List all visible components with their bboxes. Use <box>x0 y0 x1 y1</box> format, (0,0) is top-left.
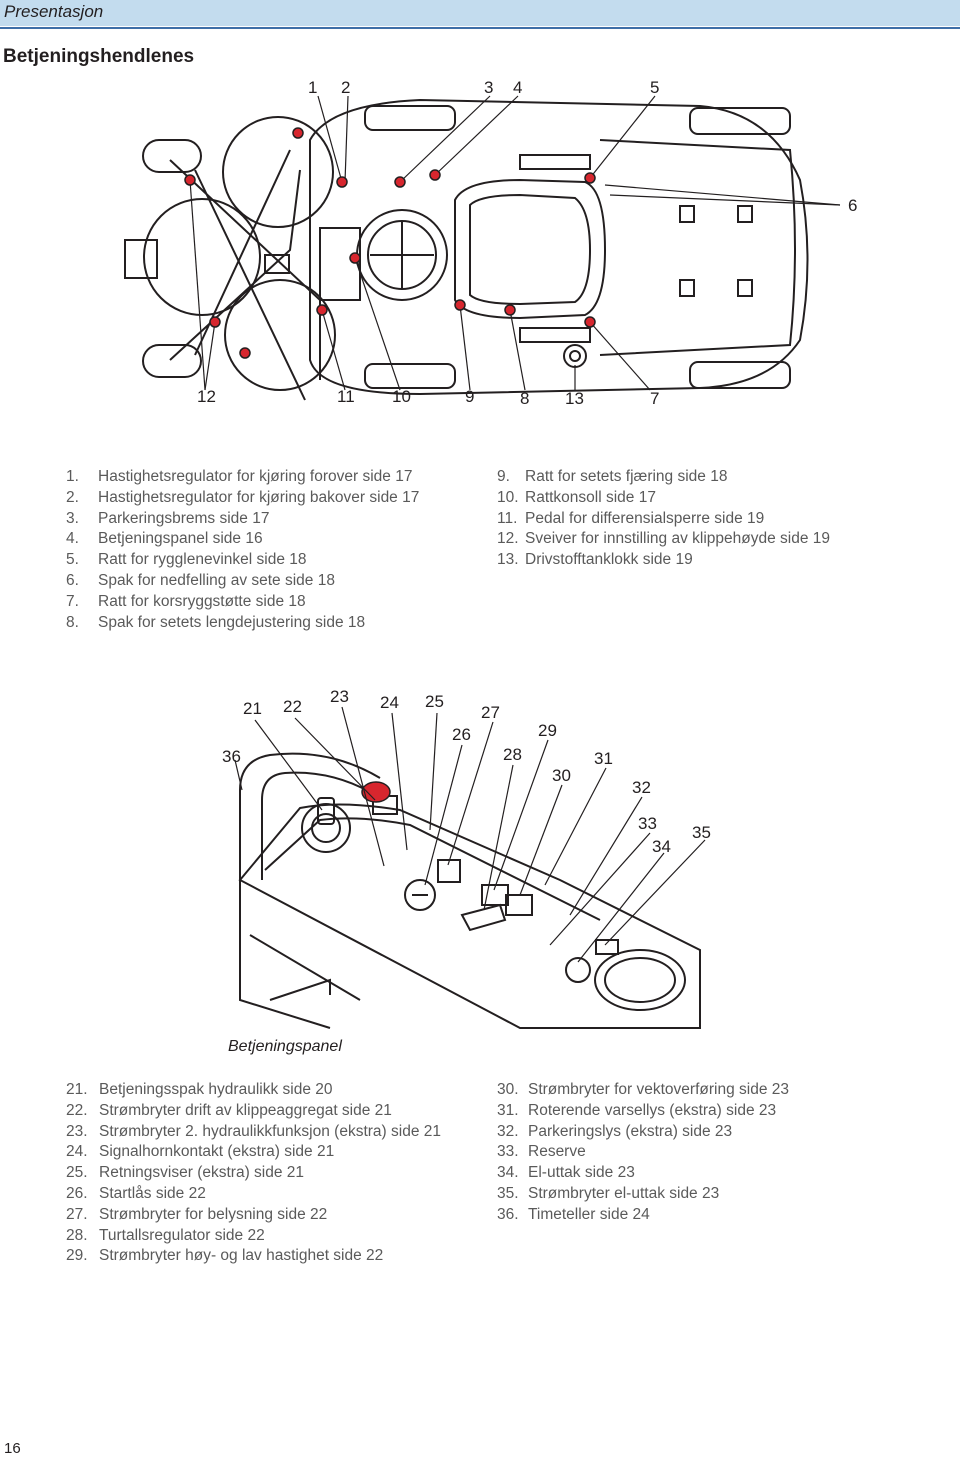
list-item: 21.Betjeningsspak hydraulikk side 20 <box>66 1081 333 1098</box>
mower-top-view-figure: 1 2 3 4 5 6 7 8 9 10 11 12 13 <box>124 78 857 408</box>
callout-dot <box>394 176 406 188</box>
list-item: 12.Sveiver for innstilling av klippehøyd… <box>497 530 830 548</box>
callout-34: 34 <box>652 837 671 856</box>
controls-list-left: 1.Hastighetsregulator for kjøring forove… <box>66 467 419 633</box>
callout-dot <box>349 252 361 264</box>
list-item: 26.Startlås side 22 <box>66 1184 206 1202</box>
callout-7: 7 <box>650 389 659 408</box>
list-item: 29.Strømbryter høy- og lav hastighet sid… <box>66 1247 384 1265</box>
callout-35: 35 <box>692 823 711 842</box>
callout-3: 3 <box>484 78 493 97</box>
list-item: 32.Parkeringslys (ekstra) side 23 <box>497 1122 733 1140</box>
callout-21: 21 <box>243 699 262 718</box>
callout-27: 27 <box>481 703 500 722</box>
callout-dot <box>584 172 596 184</box>
callout-11: 11 <box>337 387 355 406</box>
list-item: 24.Signalhornkontakt (ekstra) side 21 <box>66 1143 335 1161</box>
list-item: 10.Rattkonsoll side 17 <box>497 488 656 506</box>
list-item: 23.Strømbryter 2. hydraulikkfunksjon (ek… <box>66 1122 441 1140</box>
panel-list-left: 21.Betjeningsspak hydraulikk side 20 22.… <box>66 1080 441 1267</box>
callout-13: 13 <box>565 389 584 408</box>
list-item: 36.Timeteller side 24 <box>497 1205 650 1223</box>
callout-26: 26 <box>452 725 471 744</box>
list-item: 1.Hastighetsregulator for kjøring forove… <box>66 468 413 485</box>
control-panel-figure: 21 22 23 24 25 26 27 28 29 30 31 32 33 3… <box>222 687 711 1029</box>
list-item: 35.Strømbryter el-uttak side 23 <box>497 1184 720 1202</box>
list-item: 27.Strømbryter for belysning side 22 <box>66 1205 328 1223</box>
callout-12: 12 <box>197 387 216 406</box>
callout-22: 22 <box>283 697 302 716</box>
callout-1: 1 <box>308 78 317 97</box>
callout-28: 28 <box>503 745 522 764</box>
list-item: 2.Hastighetsregulator for kjøring bakove… <box>66 488 420 506</box>
list-item: 33.Reserve <box>497 1143 586 1161</box>
callout-4: 4 <box>513 78 522 97</box>
callout-24: 24 <box>380 693 399 712</box>
list-item: 5.Ratt for rygglenevinkel side 18 <box>66 551 307 569</box>
callout-dot <box>336 176 348 188</box>
callout-dot <box>454 299 466 311</box>
callout-5: 5 <box>650 78 659 97</box>
callout-dot <box>584 316 596 328</box>
list-item: 13.Drivstofftanklokk side 19 <box>497 551 693 569</box>
list-item: 34.El-uttak side 23 <box>497 1164 635 1182</box>
callout-2: 2 <box>341 78 350 97</box>
panel-list-right: 30.Strømbryter for vektoverføring side 2… <box>497 1080 789 1226</box>
page-number: 16 <box>4 1440 21 1457</box>
red-knob <box>361 781 391 803</box>
list-item: 31.Roterende varsellys (ekstra) side 23 <box>497 1101 777 1119</box>
callout-dot <box>292 127 304 139</box>
list-item: 4.Betjeningspanel side 16 <box>66 530 263 548</box>
callout-dot <box>429 169 441 181</box>
callout-30: 30 <box>552 766 571 785</box>
list-item: 7.Ratt for korsryggstøtte side 18 <box>66 592 306 610</box>
callout-32: 32 <box>632 778 651 797</box>
page-heading: Betjeningshendlenes <box>3 46 195 67</box>
list-item: 3.Parkeringsbrems side 17 <box>66 509 270 527</box>
callout-8: 8 <box>520 389 529 408</box>
list-item: 11.Pedal for differensialsperre side 19 <box>497 509 765 527</box>
callout-29: 29 <box>538 721 557 740</box>
figure-caption: Betjeningspanel <box>228 1038 342 1055</box>
list-item: 8.Spak for setets lengdejustering side 1… <box>66 613 366 631</box>
section-title: Presentasjon <box>4 2 104 21</box>
list-item: 30.Strømbryter for vektoverføring side 2… <box>497 1081 789 1098</box>
callout-33: 33 <box>638 814 657 833</box>
callout-9: 9 <box>465 387 474 406</box>
callout-23: 23 <box>330 687 349 706</box>
header-rule <box>0 27 960 29</box>
callout-dot <box>316 304 328 316</box>
list-item: 6.Spak for nedfelling av sete side 18 <box>66 571 335 589</box>
section-header-band <box>0 0 960 26</box>
controls-list-right: 9.Ratt for setets fjæring side 18 10.Rat… <box>497 467 830 571</box>
callout-6: 6 <box>848 196 857 215</box>
callout-31: 31 <box>594 749 613 768</box>
callout-dot <box>184 174 196 186</box>
list-item: 25.Retningsviser (ekstra) side 21 <box>66 1164 305 1182</box>
callout-dot <box>209 316 221 328</box>
list-item: 22.Strømbryter drift av klippeaggregat s… <box>66 1101 392 1119</box>
list-item: 28.Turtallsregulator side 22 <box>66 1226 265 1244</box>
callout-10: 10 <box>392 387 411 406</box>
callout-25: 25 <box>425 692 444 711</box>
list-item: 9.Ratt for setets fjæring side 18 <box>497 468 728 485</box>
callout-36: 36 <box>222 747 241 766</box>
callout-dot <box>239 347 251 359</box>
callout-dot <box>504 304 516 316</box>
